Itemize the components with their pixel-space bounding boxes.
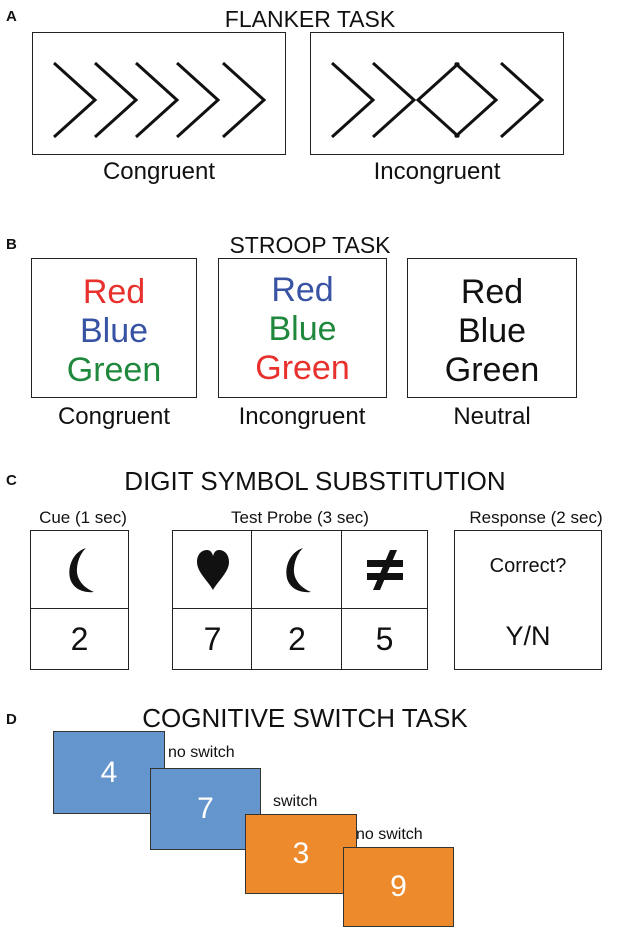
probe-symbol-cell <box>172 530 253 610</box>
probe-digit-cell: 2 <box>251 608 343 670</box>
response-label: Response (2 sec) <box>469 508 603 527</box>
probe-symbol-cell <box>251 530 343 610</box>
stroop-title: STROOP TASK <box>229 232 391 258</box>
probe-digit: 5 <box>375 620 394 657</box>
stroop-incongruent-box: Red Blue Green <box>218 258 387 398</box>
transition-label: no switch <box>356 826 423 843</box>
stroop-incongruent-label: Incongruent <box>238 403 366 430</box>
probe-digit: 2 <box>288 620 306 657</box>
moon-icon <box>68 548 94 593</box>
panel-a-letter: A <box>6 8 17 25</box>
flanker-congruent-label: Congruent <box>102 158 216 185</box>
switch-card: 4 <box>53 731 165 814</box>
stroop-word: Green <box>66 351 162 389</box>
cue-digit-cell: 2 <box>30 608 129 670</box>
response-question: Correct? <box>489 555 567 577</box>
flanker-congruent-box <box>32 32 286 155</box>
flanker-incongruent-box <box>310 32 564 155</box>
dss-title: DIGIT SYMBOL SUBSTITUTION <box>124 466 506 496</box>
incongruent-arrows-icon <box>330 61 545 139</box>
flanker-incongruent-label: Incongruent <box>373 158 501 185</box>
card-digit: 9 <box>390 870 407 903</box>
stroop-neutral-box: Red Blue Green <box>407 258 577 398</box>
response-options: Y/N <box>505 621 551 651</box>
moon-icon <box>286 548 311 593</box>
transition-label: switch <box>273 793 318 810</box>
not-equal-icon <box>366 550 403 590</box>
stroop-word: Blue <box>268 310 337 348</box>
stroop-word: Red <box>82 273 146 311</box>
card-digit: 4 <box>100 755 118 789</box>
card-digit: 3 <box>292 837 310 870</box>
switch-title: COGNITIVE SWITCH TASK <box>142 703 468 733</box>
card-digit: 7 <box>197 792 214 825</box>
heart-icon <box>196 550 229 590</box>
stroop-word: Blue <box>457 312 527 350</box>
probe-digit-cell: 7 <box>172 608 253 670</box>
stroop-neutral-label: Neutral <box>453 403 531 430</box>
stroop-congruent-label: Congruent <box>57 403 171 430</box>
stroop-word: Red <box>460 273 524 311</box>
flanker-title: FLANKER TASK <box>224 6 396 32</box>
probe-digit-cell: 5 <box>341 608 428 670</box>
panel-c-letter: C <box>6 472 17 489</box>
probe-symbol-cell <box>341 530 428 610</box>
panel-b-letter: B <box>6 236 17 253</box>
stroop-word: Green <box>255 349 350 387</box>
switch-card: 3 <box>245 814 357 894</box>
transition-label: no switch <box>168 744 235 761</box>
stroop-word: Blue <box>79 312 149 350</box>
cue-label: Cue (1 sec) <box>39 508 127 527</box>
stroop-congruent-box: Red Blue Green <box>31 258 197 398</box>
cue-digit: 2 <box>70 620 89 657</box>
switch-card: 9 <box>343 847 454 927</box>
probe-digit: 7 <box>203 620 222 657</box>
panel-d-letter: D <box>6 711 17 728</box>
response-box: Correct? Y/N <box>454 530 602 670</box>
stroop-word: Red <box>271 271 334 309</box>
switch-card: 7 <box>150 768 261 850</box>
congruent-arrows-icon <box>52 61 267 139</box>
probe-label: Test Probe (3 sec) <box>231 508 369 527</box>
cue-symbol-cell <box>30 530 129 610</box>
stroop-word: Green <box>444 351 540 389</box>
